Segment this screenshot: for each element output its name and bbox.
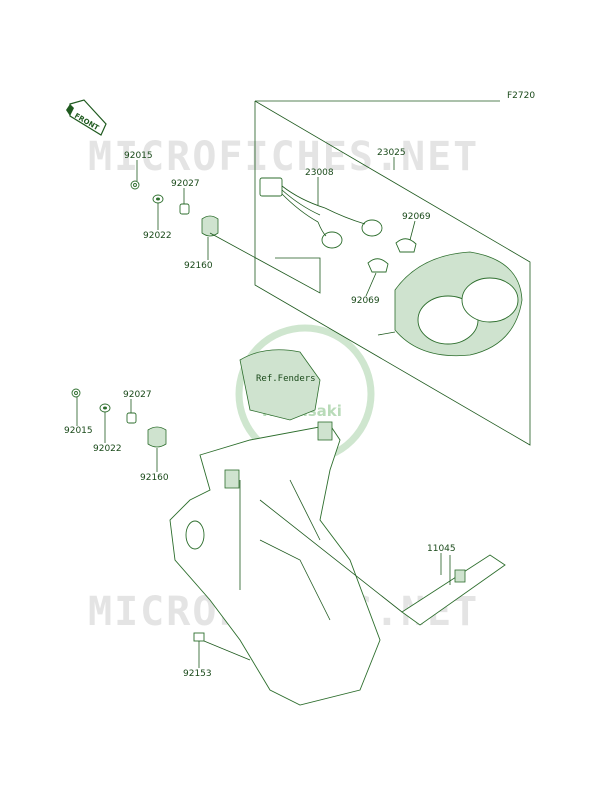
part-label-23008: 23008 bbox=[305, 168, 334, 178]
part-label-23025: 23025 bbox=[377, 148, 406, 158]
part-label-92069-a: 92069 bbox=[402, 212, 431, 222]
bulbs bbox=[367, 238, 417, 273]
wiring-harness bbox=[259, 177, 383, 249]
part-label-92160-top: 92160 bbox=[184, 261, 213, 271]
figure-code: F2720 bbox=[507, 91, 535, 101]
part-label-92153: 92153 bbox=[183, 669, 212, 679]
part-label-92069-b: 92069 bbox=[351, 296, 380, 306]
watermark-text-top: MICROFICHES.NET bbox=[88, 134, 479, 180]
upper-fastener-parts bbox=[130, 180, 321, 294]
part-label-92022-mid: 92022 bbox=[93, 444, 122, 454]
front-arrow-icon: FRONT bbox=[66, 99, 107, 136]
part-label-11045: 11045 bbox=[427, 544, 456, 554]
part-labels: 92015 92022 92027 92160 23025 23008 9206… bbox=[64, 148, 456, 679]
rear-fender bbox=[169, 349, 381, 706]
part-label-92027-mid: 92027 bbox=[123, 390, 152, 400]
reference-fenders-label: Ref.Fenders bbox=[256, 374, 316, 384]
part-label-92015-mid: 92015 bbox=[64, 426, 93, 436]
bolt-92153 bbox=[193, 632, 251, 661]
tail-light-housing bbox=[377, 251, 523, 357]
part-label-92160-mid: 92160 bbox=[140, 473, 169, 483]
lower-fastener-parts bbox=[71, 388, 167, 448]
license-bracket bbox=[259, 499, 506, 626]
part-label-92022-top: 92022 bbox=[143, 231, 172, 241]
tail-light-panel bbox=[254, 100, 531, 446]
part-label-92027-top: 92027 bbox=[171, 179, 200, 189]
part-label-92015-top: 92015 bbox=[124, 151, 153, 161]
